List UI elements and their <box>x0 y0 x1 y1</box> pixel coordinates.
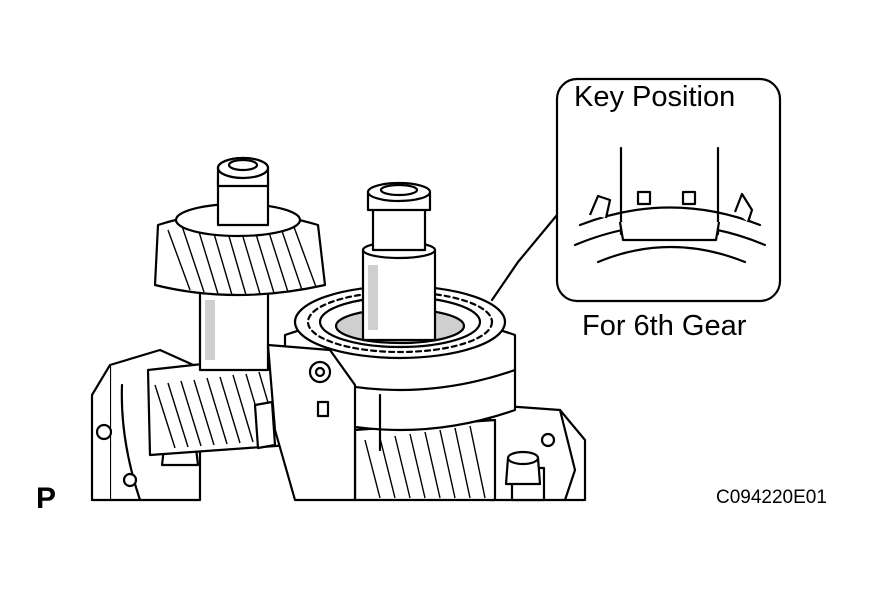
figure-code: C094220E01 <box>716 487 827 508</box>
key-position-callout <box>555 77 782 303</box>
view-letter: P <box>36 482 57 515</box>
countershaft-assembly <box>146 156 327 457</box>
callout-caption: For 6th Gear <box>582 310 747 342</box>
main-shaft-assembly <box>253 181 517 502</box>
callout-title: Key Position <box>574 81 736 113</box>
bolt <box>504 450 542 486</box>
callout-leader <box>490 213 559 302</box>
